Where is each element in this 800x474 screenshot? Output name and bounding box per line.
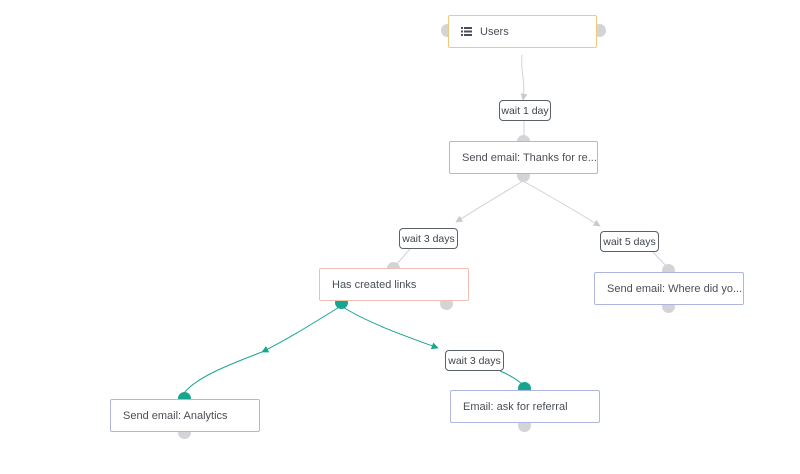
wait-label-3-days-bottom[interactable]: wait 3 days bbox=[445, 350, 504, 371]
email-thanks-label: Send email: Thanks for re... bbox=[462, 151, 597, 164]
edge-condition-to-wait4 bbox=[340, 305, 439, 350]
edge-thanks-to-wait3 bbox=[522, 180, 601, 227]
trigger-node-users[interactable]: Users bbox=[448, 15, 597, 48]
email-analytics-label: Send email: Analytics bbox=[123, 409, 228, 422]
wait-label-1-day[interactable]: wait 1 day bbox=[499, 100, 551, 121]
edge-users-to-wait1 bbox=[520, 54, 528, 101]
edge-condition-to-analytics-tail bbox=[183, 351, 263, 394]
email-node-analytics[interactable]: Send email: Analytics bbox=[110, 399, 260, 432]
edge-thanks-to-wait2 bbox=[455, 180, 524, 223]
wait-label-5-days[interactable]: wait 5 days bbox=[600, 231, 659, 252]
trigger-label: Users bbox=[480, 25, 509, 38]
condition-label: Has created links bbox=[332, 278, 417, 291]
email-node-referral[interactable]: Email: ask for referral bbox=[450, 390, 600, 423]
email-where-label: Send email: Where did yo... bbox=[607, 282, 743, 295]
list-icon bbox=[461, 27, 472, 36]
edge-condition-to-analytics bbox=[261, 305, 342, 353]
email-node-where[interactable]: Send email: Where did yo... bbox=[594, 272, 744, 305]
email-node-thanks[interactable]: Send email: Thanks for re... bbox=[449, 141, 598, 174]
wait-label-3-days-top[interactable]: wait 3 days bbox=[399, 228, 458, 249]
condition-node-has-created-links[interactable]: Has created links bbox=[319, 268, 469, 301]
email-referral-label: Email: ask for referral bbox=[463, 400, 568, 413]
